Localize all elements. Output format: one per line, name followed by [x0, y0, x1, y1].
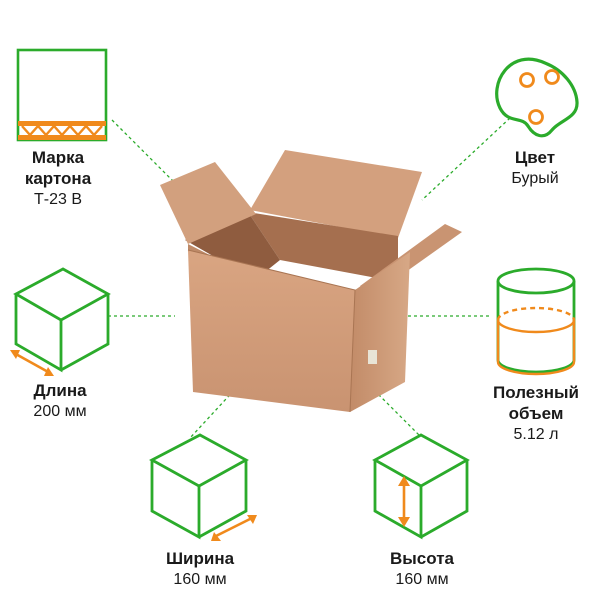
spec-grade: Марка картона Т-23 В: [8, 147, 108, 210]
box-edge: [187, 249, 356, 413]
cardboard-box-image: [160, 150, 462, 413]
palette-icon: [495, 57, 579, 138]
cube-height-icon: [372, 433, 470, 540]
spec-volume-value: 5.12 л: [513, 426, 559, 443]
spec-width-value: 160 мм: [173, 571, 227, 588]
spec-volume: Полезный объем 5.12 л: [478, 382, 594, 445]
spec-color-title: Цвет: [514, 148, 556, 167]
spec-length: Длина 200 мм: [10, 380, 110, 422]
spec-length-title: Длина: [33, 381, 87, 400]
spec-volume-title-2: объем: [508, 404, 564, 423]
connector-color: [421, 117, 511, 201]
box-back-flap: [250, 150, 422, 238]
spec-grade-value: Т-23 В: [33, 191, 82, 208]
spec-width-title: Ширина: [165, 549, 235, 568]
spec-grade-title-2: картона: [24, 169, 92, 188]
corrugated-board-icon: [16, 48, 108, 142]
box-side-label: [368, 350, 377, 364]
spec-volume-title-1: Полезный: [493, 383, 579, 402]
cylinder-volume-icon: [496, 267, 576, 376]
spec-grade-title-1: Марка: [31, 148, 85, 167]
cube-width-icon: [149, 433, 257, 541]
box-front-face: [188, 250, 355, 412]
box-side-face: [350, 252, 410, 412]
connector-grade: [111, 119, 179, 187]
spec-height-value: 160 мм: [395, 571, 449, 588]
cube-length-icon: [10, 267, 111, 376]
spec-color: Цвет Бурый: [490, 147, 580, 189]
spec-width: Ширина 160 мм: [150, 548, 250, 590]
box-interior-left: [185, 212, 280, 280]
connector-lines: [108, 117, 511, 439]
spec-color-value: Бурый: [511, 170, 559, 187]
spec-length-value: 200 мм: [33, 403, 87, 420]
box-left-flap: [160, 162, 256, 244]
box-interior-back: [248, 212, 398, 282]
spec-height: Высота 160 мм: [372, 548, 472, 590]
spec-height-title: Высота: [390, 549, 454, 568]
